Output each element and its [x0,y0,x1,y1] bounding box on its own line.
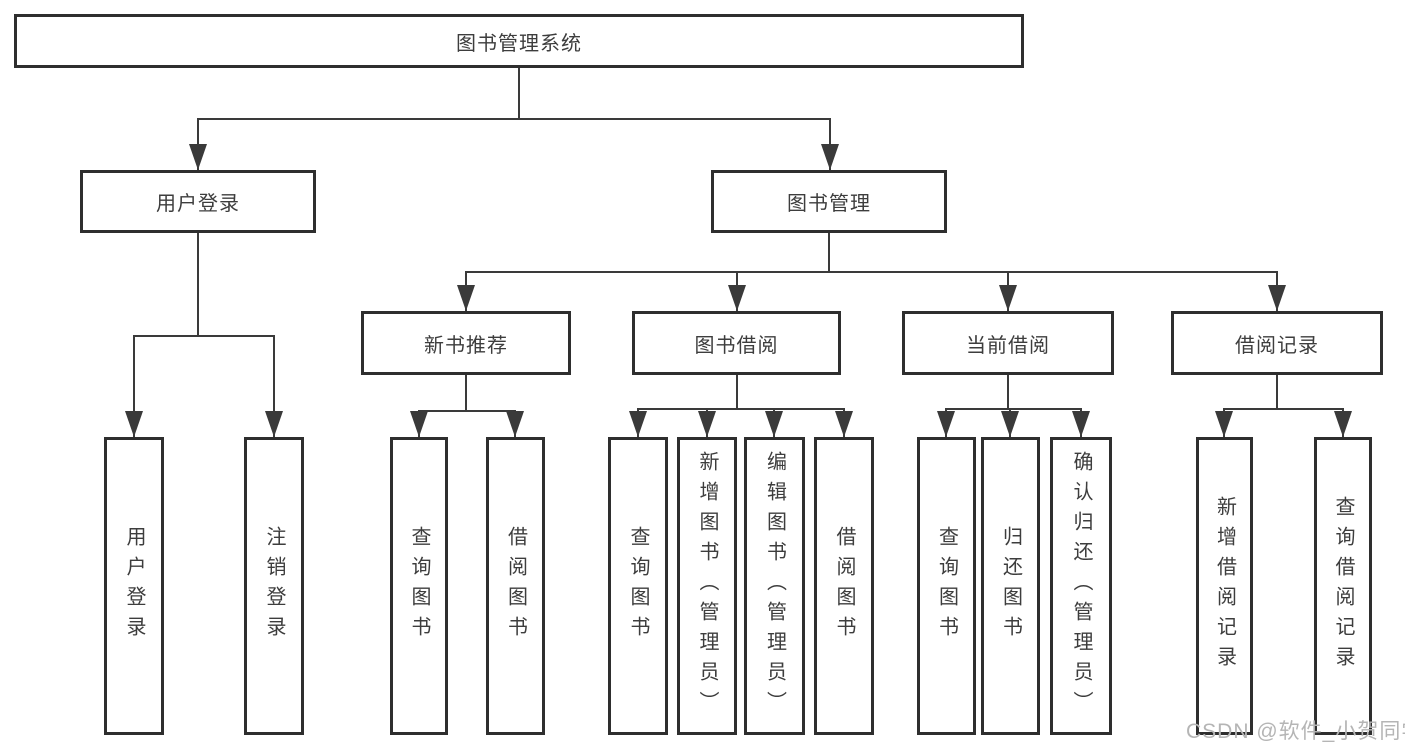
node-user-login: 用户登录 [80,170,316,233]
connector-arrow [698,408,716,437]
connector-line [1223,408,1344,410]
node-label: 用户登录 [156,193,240,215]
connector-arrow [1072,408,1090,437]
leaf-user-login: 用户登录 [104,437,164,735]
connector-line [465,271,1278,273]
leaf-label: 查询图书 [408,526,430,646]
node-label: 图书借阅 [694,334,779,357]
connector-arrow [265,335,283,437]
leaf-query-book-current: 查询图书 [917,437,976,735]
connector-line [637,408,845,410]
connector-arrow [765,408,783,437]
node-new-book-recommend: 新书推荐 [361,311,571,375]
leaf-label: 借阅图书 [833,526,855,646]
node-book-management: 图书管理 [711,170,947,233]
leaf-add-book-admin: 新增图书（管理员） [677,437,737,735]
connector-line [736,375,738,409]
node-label: 图书管理 [787,193,871,215]
connector-arrow [835,408,853,437]
leaf-label: 查询图书 [935,526,958,646]
node-book-borrow: 图书借阅 [632,311,841,375]
connector-arrow [410,410,428,437]
connector-arrow [999,271,1017,311]
leaf-query-book-borrow: 查询图书 [608,437,668,735]
node-current-borrow: 当前借阅 [902,311,1114,375]
connector-arrow [1268,271,1286,311]
leaf-add-borrow-record: 新增借阅记录 [1196,437,1253,735]
leaf-label: 查询借阅记录 [1332,496,1354,676]
connector-arrow [629,408,647,437]
leaf-borrow-book-recommend: 借阅图书 [486,437,545,735]
leaf-label: 编辑图书（管理员） [763,451,786,721]
connector-line [828,233,830,272]
leaf-label: 注销登录 [263,526,285,646]
connector-arrow [189,118,207,170]
leaf-label: 确认归还（管理员） [1070,451,1092,721]
csdn-watermark: CSDN @软件_小贺同学 [1186,720,1405,743]
connector-line [197,233,199,336]
leaf-label: 查询图书 [627,526,649,646]
connector-line [133,335,275,337]
connector-line [1007,375,1009,409]
node-label: 借阅记录 [1235,334,1319,357]
leaf-query-borrow-record: 查询借阅记录 [1314,437,1372,735]
node-label: 图书管理系统 [456,32,582,55]
connector-line [518,68,520,119]
node-label: 新书推荐 [424,334,508,357]
leaf-borrow-book: 借阅图书 [814,437,874,735]
connector-line [197,118,831,120]
leaf-label: 新增借阅记录 [1213,496,1236,676]
leaf-confirm-return-admin: 确认归还（管理员） [1050,437,1112,735]
connector-line [418,410,516,412]
node-library-management-system: 图书管理系统 [14,14,1024,68]
leaf-label: 新增图书（管理员） [696,451,718,721]
connector-arrow [1001,408,1019,437]
leaf-label: 用户登录 [123,526,145,646]
connector-line [465,375,467,411]
node-label: 当前借阅 [966,334,1050,357]
leaf-return-book: 归还图书 [981,437,1040,735]
leaf-label: 归还图书 [999,526,1022,646]
leaf-logout-login: 注销登录 [244,437,304,735]
leaf-label: 借阅图书 [504,526,527,646]
leaf-edit-book-admin: 编辑图书（管理员） [744,437,805,735]
connector-arrow [728,271,746,311]
connector-arrow [1215,408,1233,437]
connector-line [1276,375,1278,409]
leaf-query-book-recommend: 查询图书 [390,437,448,735]
connector-arrow [937,408,955,437]
connector-line [945,408,1082,410]
connector-arrow [821,118,839,170]
connector-arrow [457,271,475,311]
connector-arrow [1334,408,1352,437]
connector-arrow [125,335,143,437]
connector-arrow [506,410,524,437]
node-borrow-records: 借阅记录 [1171,311,1383,375]
